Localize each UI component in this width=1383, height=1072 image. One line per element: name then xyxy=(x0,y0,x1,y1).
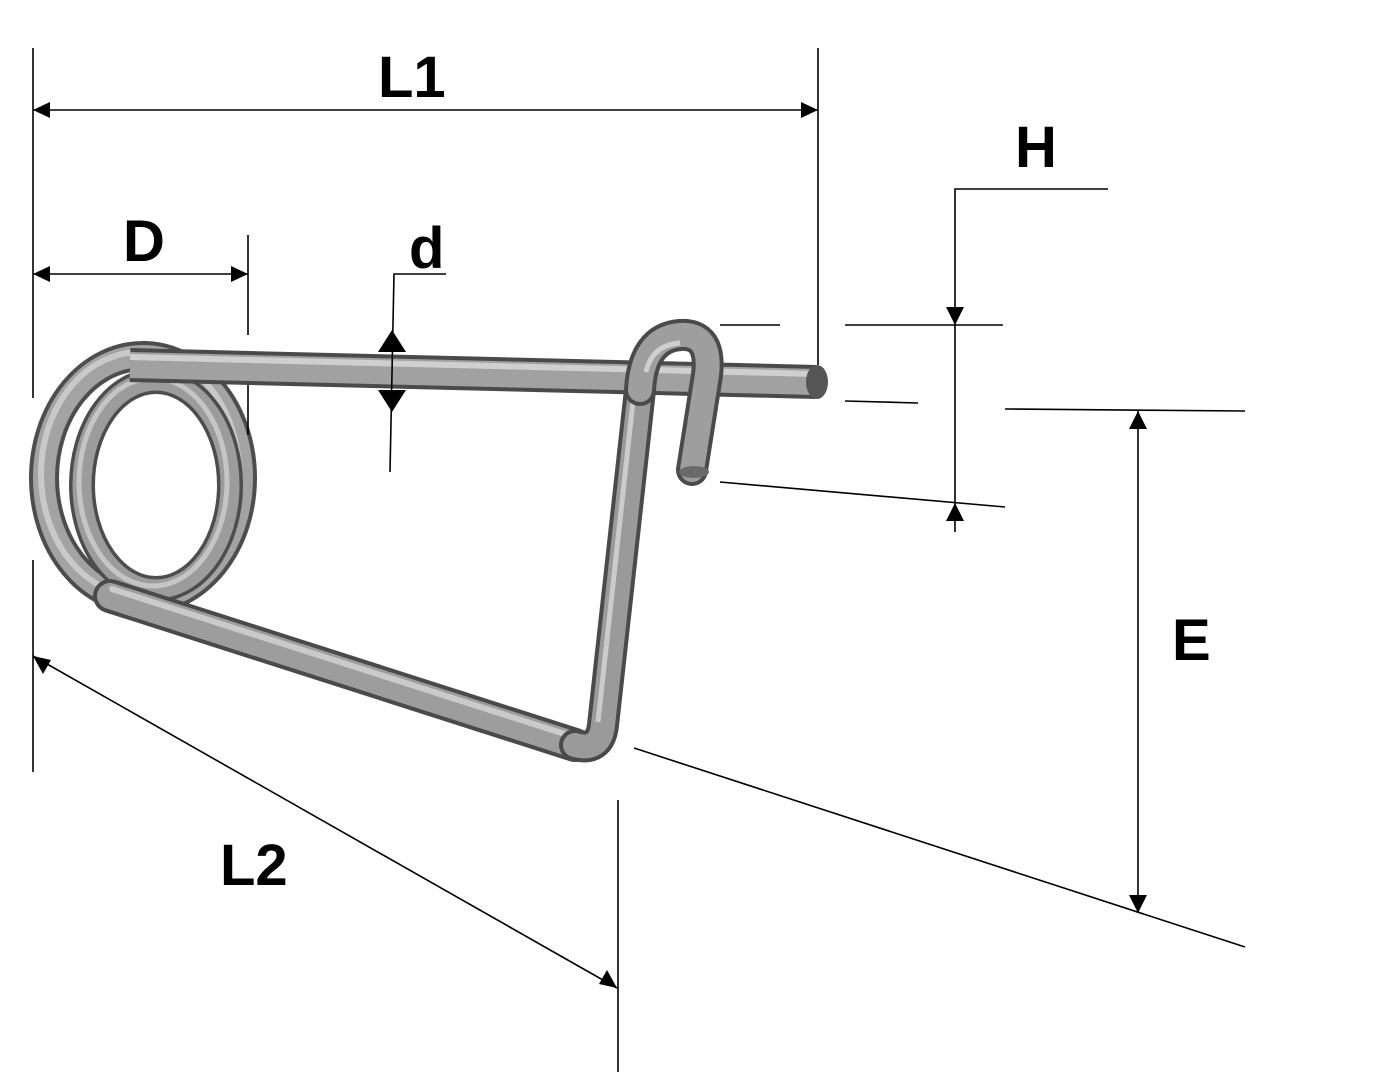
label-E: E xyxy=(1172,608,1211,673)
dimension-d xyxy=(378,273,446,473)
label-H: H xyxy=(1015,115,1057,180)
label-d: d xyxy=(409,216,444,281)
pin-tip xyxy=(806,365,828,399)
label-L2: L2 xyxy=(220,833,288,898)
riser-leg xyxy=(559,374,656,763)
dimension-D xyxy=(33,235,249,435)
clasp-hook xyxy=(624,318,724,486)
label-L1: L1 xyxy=(378,45,446,110)
dimension-E xyxy=(633,408,1246,948)
coil xyxy=(29,341,257,615)
dimension-L1 xyxy=(32,48,819,398)
dimension-lines xyxy=(32,48,1246,1072)
dimension-L2 xyxy=(32,560,619,1072)
safety-pin xyxy=(29,318,828,763)
dimension-labels: L1 D d H E L2 xyxy=(123,45,1211,898)
lower-leg xyxy=(93,579,592,762)
label-D: D xyxy=(123,209,165,274)
dimension-H xyxy=(719,188,1108,532)
